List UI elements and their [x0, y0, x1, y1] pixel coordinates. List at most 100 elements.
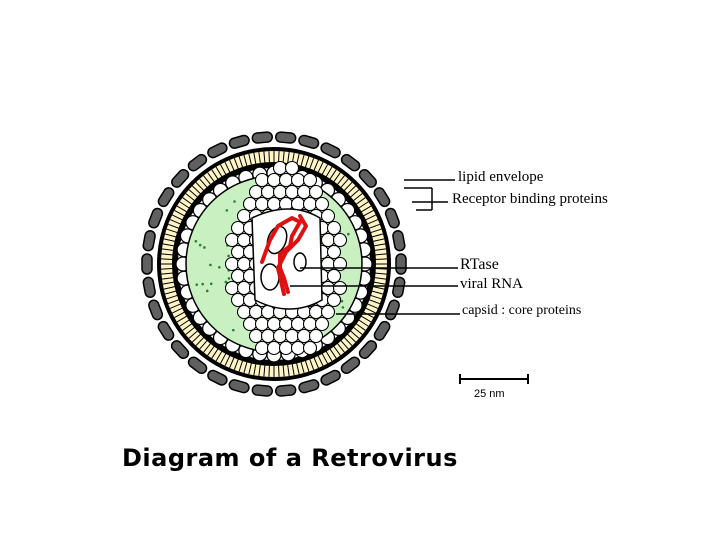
lipid-tick: [364, 307, 377, 314]
receptor-protein: [298, 379, 320, 394]
lipid-tick: [169, 303, 182, 309]
lipid-tick: [211, 348, 219, 359]
lipid-tick: [164, 290, 177, 295]
capsid-protein: [284, 328, 300, 344]
capsid-protein: [242, 316, 258, 332]
receptor-protein: [157, 320, 175, 341]
lipid-tick: [179, 319, 190, 327]
lipid-tick: [166, 228, 179, 234]
receptor-protein: [157, 187, 175, 208]
scale-bar: [459, 374, 529, 384]
lipid-tick: [368, 223, 380, 229]
lipid-tick: [373, 243, 386, 247]
lipid-tick: [304, 359, 310, 372]
lipid-tick: [220, 352, 227, 364]
lipid-tick: [360, 205, 372, 213]
capsid-protein: [320, 208, 336, 224]
receptor-protein: [142, 230, 156, 252]
receptor-protein: [340, 153, 361, 172]
lipid-tick: [355, 197, 366, 206]
receptor-protein: [207, 142, 228, 159]
lipid-bilayer-hatching: [161, 151, 387, 377]
lipid-tick: [358, 319, 369, 327]
lipid-tick: [263, 364, 266, 377]
lipid-tick: [364, 214, 377, 221]
lipid-tick: [207, 345, 216, 356]
lipid-tick: [229, 159, 235, 172]
lipid-tick: [295, 362, 300, 375]
lipid-tick: [233, 158, 239, 170]
receptor-protein: [358, 340, 378, 360]
lipid-tick: [346, 333, 357, 343]
lipid-tick: [366, 303, 379, 309]
lipid-tick: [168, 223, 180, 229]
lipid-tick: [185, 193, 196, 202]
lipid-tick: [248, 153, 253, 166]
label-lipid-envelope: lipid envelope: [458, 169, 544, 185]
capsid-protein: [254, 172, 270, 188]
lipid-tick: [291, 363, 295, 376]
receptor-protein: [392, 230, 406, 252]
lipid-tick: [268, 151, 270, 164]
lipid-tick: [313, 356, 319, 369]
lipid-tick: [224, 161, 231, 174]
capsid-protein: [236, 304, 252, 320]
lipid-tick: [188, 189, 199, 198]
stipple-dot: [203, 246, 206, 249]
capsid-protein: [320, 280, 336, 296]
receptor-protein: [395, 253, 407, 275]
lipid-tick: [369, 294, 382, 300]
lipid-tick: [325, 166, 333, 178]
lipid-tick: [253, 363, 257, 376]
lipid-tick: [211, 169, 219, 180]
lipid-tick: [253, 152, 257, 165]
lipid-tick: [179, 201, 190, 209]
capsid-protein: [266, 340, 282, 356]
receptor-protein: [358, 168, 377, 188]
lipid-tick: [243, 361, 248, 374]
receptor-protein: [251, 384, 274, 397]
lipid-tick: [336, 175, 345, 186]
lipid-tick: [176, 315, 188, 323]
capsid-protein: [242, 196, 258, 212]
lipid-tick: [171, 307, 184, 314]
lipid-tick: [182, 197, 193, 206]
receptor-protein: [320, 142, 341, 159]
lipid-tick: [349, 330, 360, 339]
capsid-protein: [278, 172, 294, 188]
lipid-tick: [352, 193, 363, 202]
stipple-dot: [209, 263, 212, 267]
lipid-tick: [336, 342, 345, 353]
receptor-protein: [171, 168, 190, 188]
capsid-protein: [308, 328, 324, 344]
lipid-tick: [224, 354, 231, 367]
lipid-tick: [162, 281, 175, 285]
lipid-tick: [317, 354, 324, 367]
lipid-tick: [372, 285, 385, 290]
receptor-protein: [187, 356, 208, 375]
lipid-tick: [343, 181, 353, 192]
capsid-protein: [320, 304, 336, 320]
lipid-tick: [372, 238, 385, 243]
stipple-dot: [233, 200, 236, 203]
lipid-tick: [329, 169, 337, 180]
lipid-tick: [207, 172, 216, 183]
lipid-tick: [340, 339, 349, 350]
receptor-protein: [392, 276, 406, 298]
capsid-protein: [254, 316, 270, 332]
lipid-tick: [287, 364, 290, 377]
receptor-protein: [298, 134, 320, 149]
lipid-tick: [360, 315, 372, 323]
capsid-protein: [278, 340, 294, 356]
lipid-tick: [238, 359, 244, 372]
lipid-tick: [162, 243, 175, 247]
lipid-tick: [163, 285, 176, 290]
receptor-protein: [207, 369, 228, 386]
capsid-protein: [302, 172, 318, 188]
stipple-dot: [198, 243, 202, 247]
lipid-tick: [358, 201, 369, 209]
receptor-protein: [228, 134, 250, 149]
capsid-protein: [326, 220, 342, 236]
capsid-protein: [332, 232, 348, 248]
